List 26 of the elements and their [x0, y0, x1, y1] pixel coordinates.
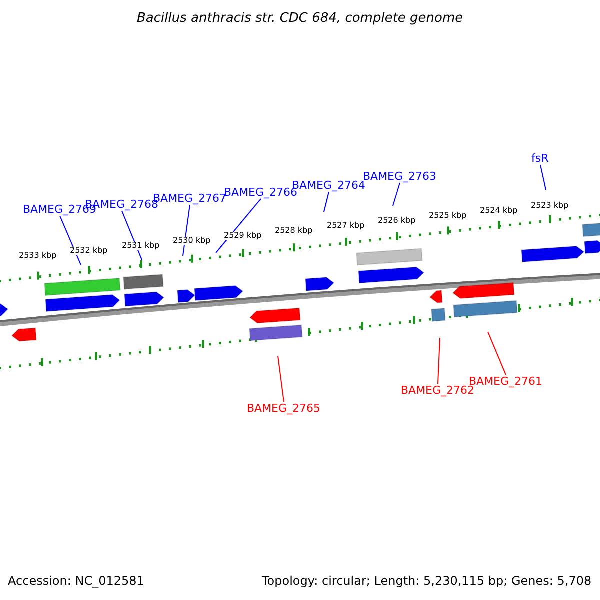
scale-label: 2530 kbp — [173, 237, 211, 245]
scale-label: 2529 kbp — [224, 232, 262, 240]
leader-line — [278, 356, 284, 402]
gene-label: BAMEG_2765 — [247, 403, 321, 414]
gene-label: fsR — [532, 153, 549, 164]
scale-label: 2533 kbp — [19, 252, 57, 260]
scale-label: 2526 kbp — [378, 217, 416, 225]
leader-line — [438, 338, 440, 384]
scale-label: 2525 kbp — [429, 212, 467, 220]
scale-label: 2523 kbp — [531, 202, 569, 210]
scale-label: 2531 kbp — [122, 242, 160, 250]
scale-label: 2528 kbp — [275, 227, 313, 235]
scale-label: 2532 kbp — [70, 247, 108, 255]
title: Bacillus anthracis str. CDC 684, complete genome — [137, 12, 464, 25]
gene-label: BAMEG_2763 — [363, 171, 437, 182]
leader-line — [540, 164, 546, 190]
leader-line — [216, 198, 262, 254]
scale-label: 2527 kbp — [327, 222, 365, 230]
footer-text: Accession: NC_012581 — [8, 575, 144, 587]
footer-text: Topology: circular; Length: 5,230,115 bp; Genes: 5,708 — [262, 575, 592, 587]
gene-label: BAMEG_2762 — [401, 385, 475, 396]
gene-label: BAMEG_2761 — [469, 376, 543, 387]
leader-line — [324, 192, 330, 212]
scale-label: 2524 kbp — [480, 207, 518, 215]
leader-line — [488, 332, 506, 376]
leader-line — [392, 182, 400, 206]
